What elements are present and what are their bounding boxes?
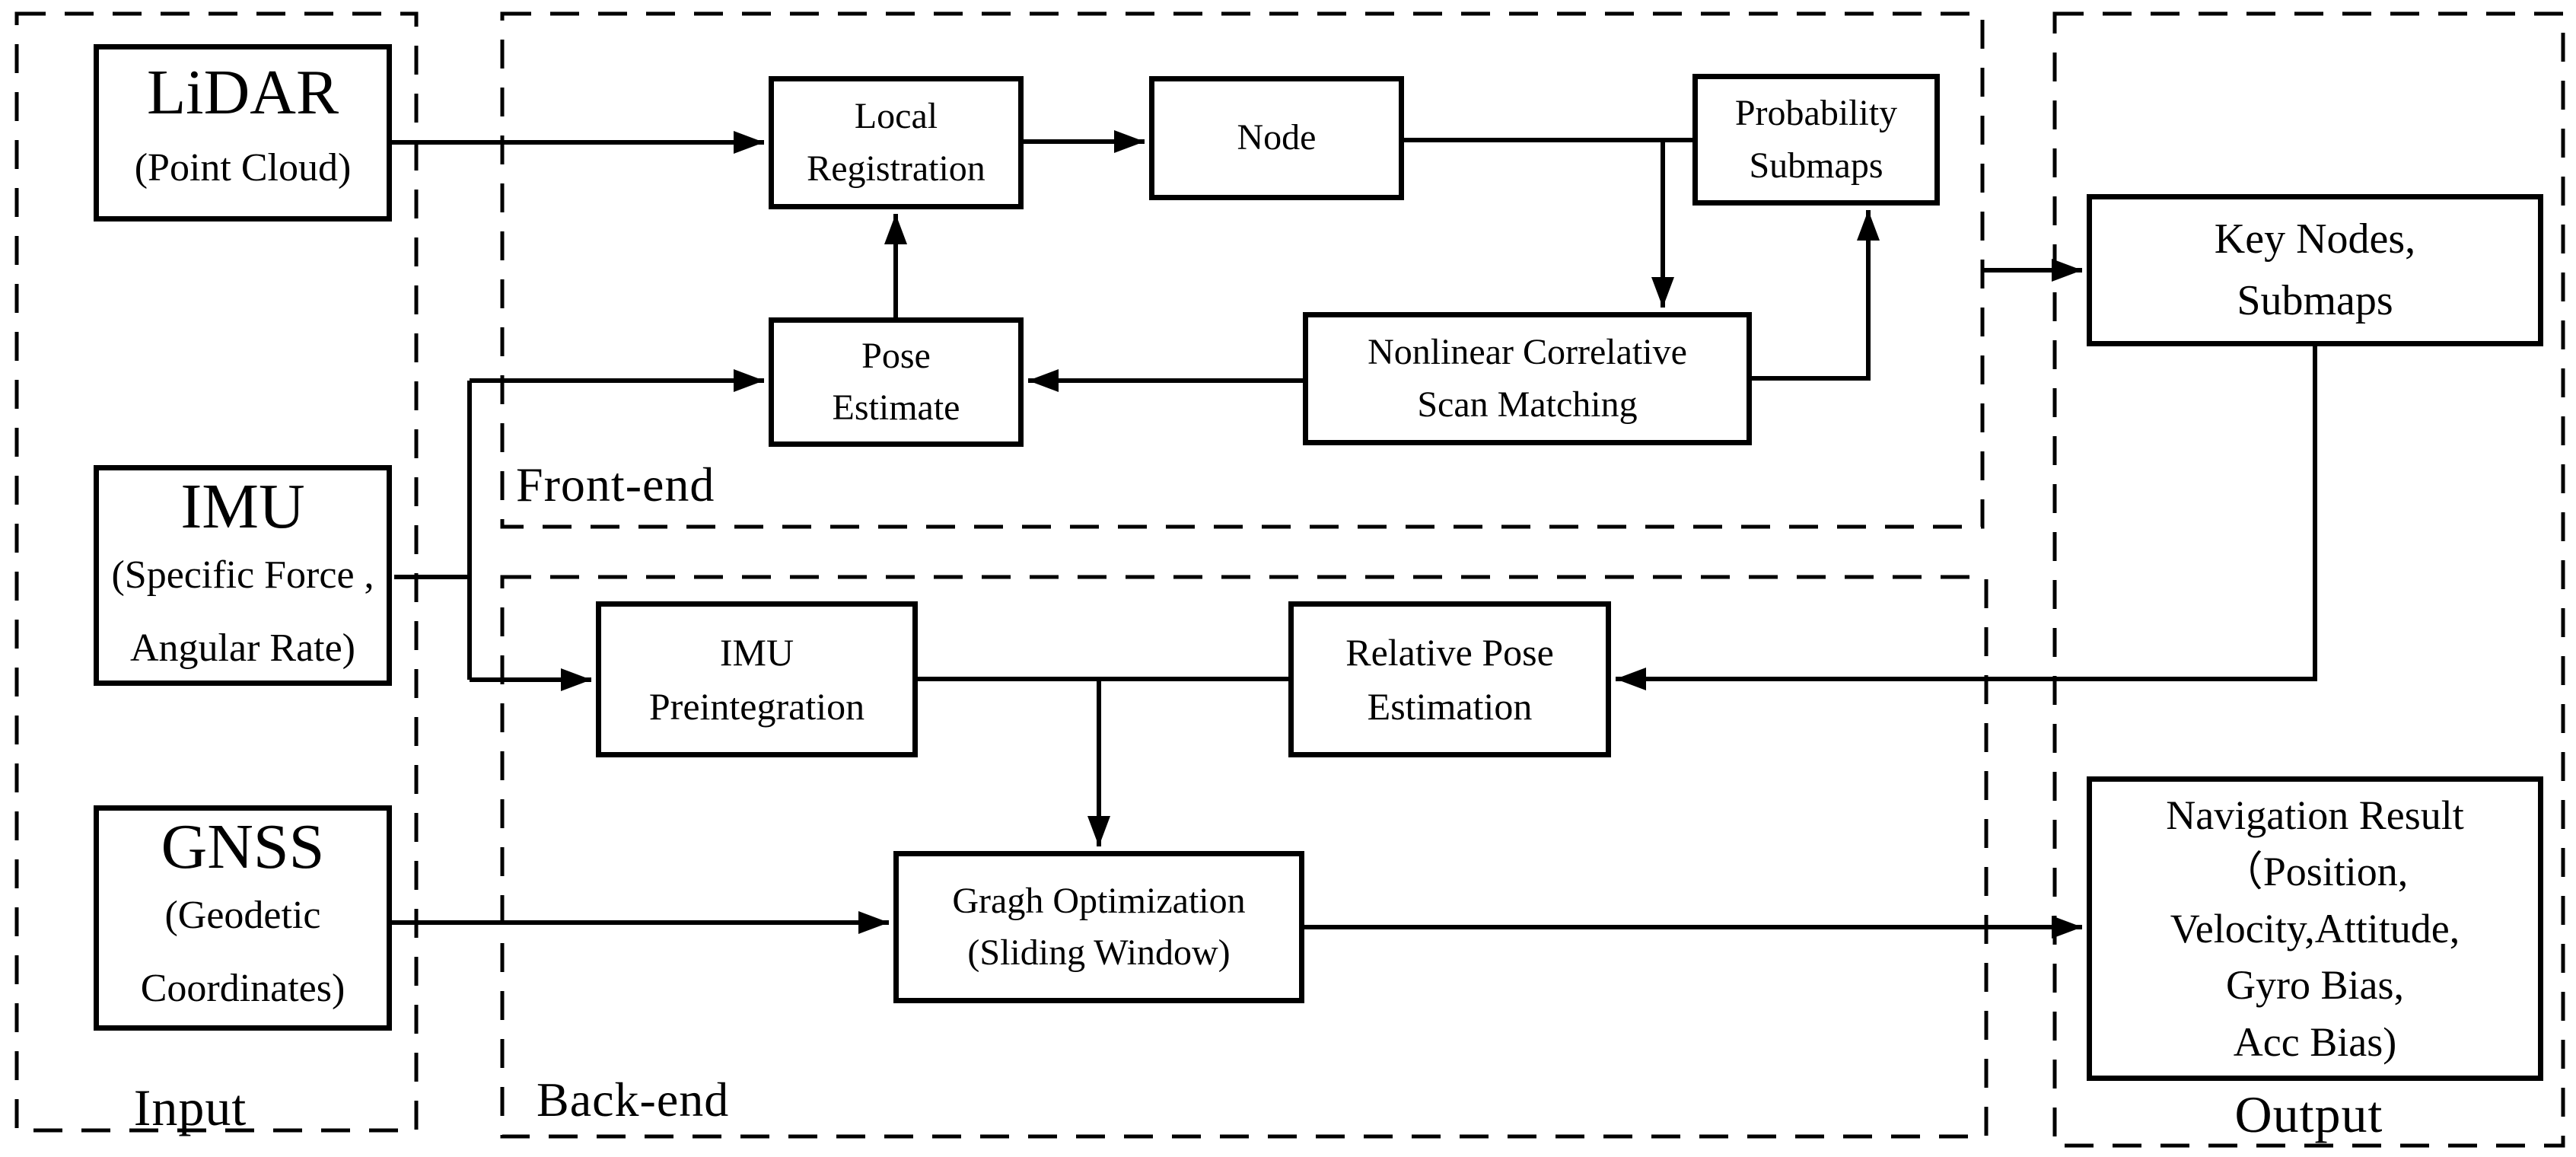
- input-region-border: [14, 11, 419, 1133]
- probability-submaps-box: Probability Submaps: [1692, 74, 1940, 206]
- output-region-label: Output: [2234, 1085, 2383, 1143]
- back-end-region-label: Back-end: [537, 1073, 730, 1127]
- gnss-title: GNSS: [161, 811, 325, 882]
- gnss-box: GNSS (Geodetic Coordinates): [94, 805, 392, 1031]
- relative-pose-estimation-box: Relative Pose Estimation: [1288, 601, 1611, 757]
- imu-title: IMU: [180, 471, 305, 542]
- pose-estimate-label: Pose Estimate: [832, 335, 960, 428]
- lidar-subtitle: (Point Cloud): [134, 145, 352, 190]
- local-registration-box: Local Registration: [769, 76, 1024, 209]
- navigation-result-box: Navigation Result （Position, Velocity,At…: [2087, 776, 2543, 1081]
- node-label: Node: [1237, 117, 1317, 158]
- output-region-border: [2052, 11, 2565, 1148]
- nonlinear-correlative-scan-matching-label: Nonlinear Correlative Scan Matching: [1368, 332, 1687, 425]
- probability-submaps-label: Probability Submaps: [1734, 93, 1898, 186]
- imu-preintegration-label: IMU Preintegration: [648, 630, 865, 728]
- graph-optimization-label: Gragh Optimization (Sliding Window): [952, 880, 1246, 973]
- input-region-label: Input: [133, 1079, 247, 1136]
- relative-pose-estimation-label: Relative Pose Estimation: [1345, 630, 1554, 728]
- imu-box: IMU (Specific Force , Angular Rate): [94, 465, 392, 686]
- node-box: Node: [1149, 76, 1404, 200]
- arrow-scan-matching-to-probability-submaps: [1752, 210, 1880, 381]
- front-end-region-label: Front-end: [516, 457, 715, 512]
- gnss-subtitle: (Geodetic Coordinates): [140, 894, 345, 1011]
- arrow-key-nodes-to-relative-pose: [1616, 346, 2317, 690]
- back-end-region-border: [500, 575, 1989, 1139]
- graph-optimization-box: Gragh Optimization (Sliding Window): [893, 851, 1304, 1003]
- navigation-result-label: Navigation Result （Position, Velocity,At…: [2166, 792, 2464, 1065]
- key-nodes-submaps-label: Key Nodes, Submaps: [2214, 215, 2416, 324]
- imu-subtitle: (Specific Force , Angular Rate): [111, 553, 374, 671]
- lidar-title: LiDAR: [147, 56, 339, 128]
- imu-preintegration-box: IMU Preintegration: [596, 601, 918, 757]
- pose-estimate-box: Pose Estimate: [769, 317, 1024, 447]
- nonlinear-correlative-scan-matching-box: Nonlinear Correlative Scan Matching: [1303, 312, 1752, 445]
- key-nodes-submaps-box: Key Nodes, Submaps: [2087, 194, 2543, 346]
- local-registration-label: Local Registration: [807, 96, 986, 189]
- lidar-box: LiDAR (Point Cloud): [94, 44, 392, 222]
